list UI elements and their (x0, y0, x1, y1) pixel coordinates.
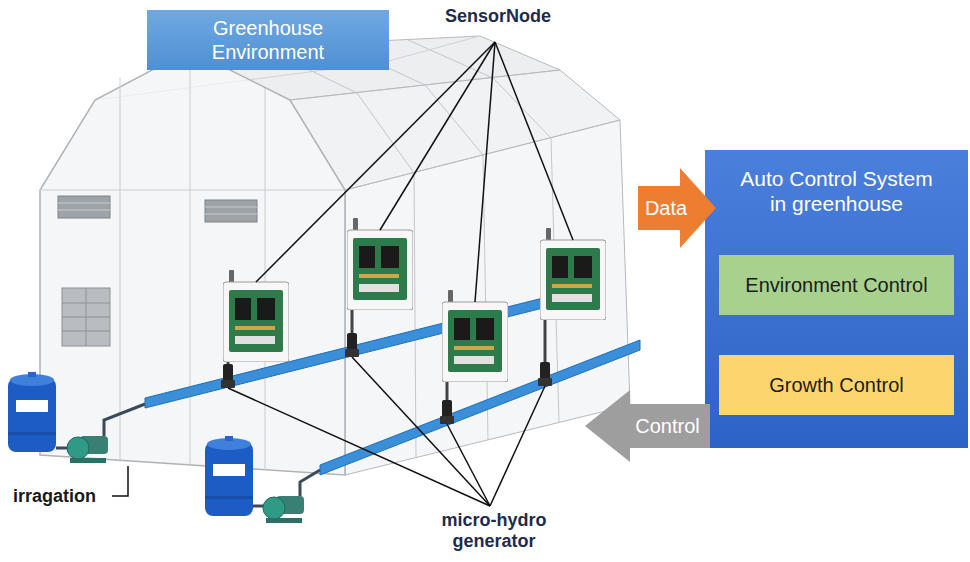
data-arrow: Data (638, 168, 716, 248)
arrow-label: Control (635, 414, 699, 438)
box-label: Growth Control (769, 373, 904, 397)
micro-hydro-generator (440, 400, 454, 424)
leader-line (352, 357, 490, 506)
sensor-stem (351, 310, 354, 333)
front-post (120, 78, 121, 462)
sensor-stem (227, 362, 230, 364)
water-tank (8, 372, 56, 452)
leader-line (495, 42, 573, 240)
front-post (265, 88, 266, 470)
arrow-fill (585, 390, 710, 462)
sensor-stem (446, 382, 449, 400)
leader-line (256, 42, 495, 282)
lower-roof (290, 70, 620, 190)
micro-hydro-generator (345, 333, 359, 357)
leader-line (490, 386, 545, 506)
front-beam (40, 190, 345, 191)
box-label: Environment Control (745, 273, 927, 297)
arrow-label: Data (645, 196, 687, 220)
vent-grid (86, 288, 87, 346)
sensor-node (442, 290, 508, 382)
front-post (190, 50, 191, 466)
micro-hydro-generator (221, 364, 235, 388)
supply-pipe (300, 470, 320, 496)
leader-line (380, 42, 495, 230)
title-box: Greenhouse Environment (147, 10, 389, 70)
water-pump (67, 436, 108, 463)
water-pump (263, 496, 304, 523)
louvre-slat (58, 203, 110, 204)
control-arrow: Control (585, 390, 710, 462)
micro-hydro-generator (538, 362, 552, 386)
supply-pipe (104, 404, 145, 436)
louvre-slat (205, 214, 257, 215)
sensor-node (540, 228, 606, 320)
control-box: Environment Control (719, 255, 954, 315)
sensor-node (347, 218, 413, 310)
sensor-stem (544, 320, 547, 362)
vent-fan (62, 288, 110, 346)
water-tank (205, 436, 253, 516)
control-box: Growth Control (719, 355, 954, 415)
callout-label: irragation (10, 486, 112, 507)
box-label: Greenhouse Environment (183, 16, 353, 64)
arrow-fill (638, 168, 716, 248)
louvre-window (58, 196, 110, 218)
louvre-slat (205, 207, 257, 208)
front-gable (40, 50, 345, 475)
frame-rib (408, 40, 559, 423)
louvre-slat (58, 210, 110, 211)
leader-line (447, 424, 490, 506)
louvre-window (205, 200, 257, 222)
control-panel: Auto Control System in greenhouseEnviron… (705, 150, 968, 448)
callout-label: micro-hydro generator (418, 510, 570, 552)
panel-title: Auto Control System in greenhouse (736, 150, 938, 216)
leader-line (228, 388, 490, 506)
leader-line (475, 42, 495, 302)
callout-label: SensorNode (437, 6, 559, 27)
sensor-node (223, 270, 289, 362)
